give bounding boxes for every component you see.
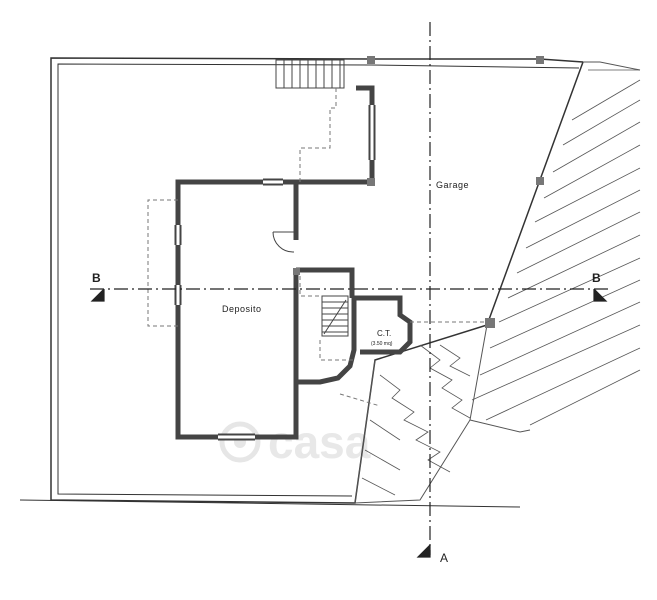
section-b-left-label: B xyxy=(92,271,101,285)
pillars xyxy=(293,56,544,328)
watermark-text: casa xyxy=(268,416,371,468)
section-a-arrow-icon xyxy=(416,544,431,558)
room-label-deposito: Deposito xyxy=(222,304,262,314)
external-stair xyxy=(275,59,345,89)
openings xyxy=(176,105,374,439)
upper-floor-outline xyxy=(147,88,486,407)
embankment-lower-edge xyxy=(469,419,531,433)
section-b-right-label: B xyxy=(592,271,601,285)
section-a-label: A xyxy=(440,551,448,565)
room-label-garage: Garage xyxy=(436,180,469,190)
section-b-left-arrow-icon xyxy=(90,288,105,302)
lower-hatch xyxy=(354,324,488,504)
room-label-ct-area: (3.50 mq) xyxy=(371,341,393,347)
section-line-a xyxy=(416,22,431,558)
garage-north-wall xyxy=(296,85,375,185)
site-boundary xyxy=(19,57,584,508)
wedge-edge xyxy=(354,324,488,504)
deposito-walls xyxy=(175,179,299,440)
internal-stair xyxy=(321,295,349,337)
ground-line xyxy=(19,499,521,508)
stair-direction xyxy=(323,299,347,335)
stair-core-top xyxy=(296,267,355,298)
door-swing xyxy=(272,231,296,253)
embankment-edge xyxy=(583,61,641,71)
watermark-logo-icon xyxy=(219,421,261,463)
room-label-ct: C.T. xyxy=(377,329,391,338)
embankment-hatch xyxy=(469,61,641,433)
boundary-inner xyxy=(57,63,580,497)
section-line-b xyxy=(90,288,610,302)
section-b-right-arrow-icon xyxy=(593,288,608,302)
watermark: casa xyxy=(219,416,371,468)
opening-frames xyxy=(174,105,376,441)
